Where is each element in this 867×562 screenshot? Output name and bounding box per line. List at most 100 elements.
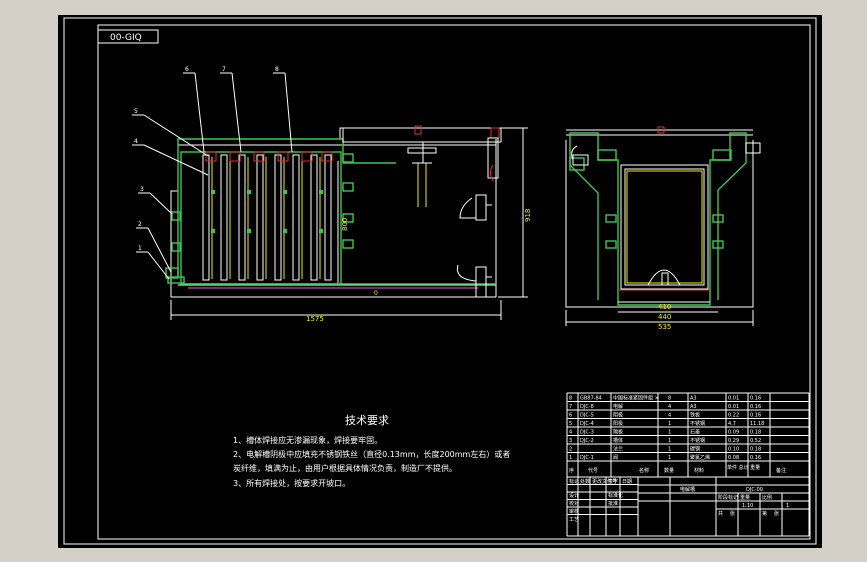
tech-req-item-3: 3、所有焊接处，按要求开坡口。	[233, 478, 350, 488]
bom-qty: 1	[668, 430, 671, 436]
bom-code: DJC-2	[580, 438, 594, 444]
bom-weight-unit: 4.7	[728, 421, 736, 427]
title-label: 标准化	[608, 492, 623, 499]
bom-weight-total: 0.16	[750, 404, 761, 410]
bom-seq: 5	[569, 421, 572, 427]
bom-code: DJC-3	[580, 430, 594, 436]
title-label: 阶段标记	[718, 494, 738, 501]
callout-5: 5	[134, 108, 138, 115]
outer-frame	[63, 17, 817, 545]
mark-zero: 0	[374, 290, 378, 297]
dim-overall-length: 1575	[306, 315, 324, 323]
bom-qty: 1	[668, 421, 671, 427]
title-sheet: 1	[786, 503, 789, 509]
bom-weight-total: 0.16	[750, 413, 761, 419]
title-label: 设计	[569, 492, 579, 499]
callout-7: 7	[222, 66, 226, 73]
bom-weight-total: 0.18	[750, 447, 761, 453]
callout-8: 8	[275, 66, 279, 73]
title-scale: 1:10	[742, 503, 753, 509]
callout-4: 4	[134, 138, 138, 145]
bom-name: 槽体	[613, 437, 623, 444]
bom-seq: 1	[569, 455, 572, 461]
bom-name: 电解	[613, 403, 623, 410]
title-label: 标记	[569, 478, 579, 485]
bom-material: A3	[690, 396, 697, 402]
title-label: 批准	[608, 500, 618, 507]
bom-weight-unit: 0.29	[728, 438, 739, 444]
dim-width-440: 440	[658, 313, 671, 321]
title-label: 校对	[569, 500, 579, 507]
bom-qty: 1	[668, 438, 671, 444]
bom-weight-total: 11.18	[750, 421, 764, 427]
tech-req-item-1: 1、槽体焊接应无渗漏现象，焊接要牢固。	[233, 435, 382, 445]
bom-weight-unit: 0.01	[728, 404, 739, 410]
bom-material: 铁板	[690, 412, 700, 419]
cad-viewport[interactable]: 00-GIQ 0	[58, 15, 822, 548]
bom-code: DJC-5	[580, 413, 594, 419]
bom-weight-unit: 0.22	[728, 413, 739, 419]
bom-qty: 4	[668, 404, 671, 410]
title-label: 共	[718, 510, 723, 517]
title-label: 工艺	[569, 517, 579, 523]
bom-weight-unit: 0.01	[728, 396, 739, 402]
bom-seq: 4	[569, 430, 572, 436]
dim-width-535: 535	[658, 323, 671, 331]
bom-header-name: 名称	[639, 467, 649, 474]
side-view: 410 440 535	[565, 126, 761, 331]
callout-2: 2	[138, 221, 142, 228]
title-label: 比例	[762, 494, 772, 501]
bom-seq: 3	[569, 438, 572, 444]
bom-code: DJC-4	[580, 421, 594, 427]
callouts: 6 7 8 5 4 3 2 1	[132, 66, 293, 280]
callout-1: 1	[138, 245, 142, 252]
bom-weight-total: 0.16	[750, 396, 761, 402]
bom-qty: 8	[668, 396, 671, 402]
bom-material: 聚氯乙烯	[690, 454, 710, 461]
bom-weight-total: 0.18	[750, 430, 761, 436]
bom-name: 阳极	[613, 420, 623, 427]
bom-qty: 4	[668, 413, 671, 419]
bom-seq: 8	[569, 396, 572, 402]
cad-drawing: 00-GIQ 0	[63, 17, 817, 545]
bom-code: DJC-1	[580, 455, 594, 461]
bom-qty: 1	[668, 455, 671, 461]
bom-header-code: 代号	[588, 467, 598, 474]
callout-6: 6	[185, 66, 189, 73]
terminal-blocks	[205, 151, 333, 162]
title-label: 第	[762, 510, 767, 517]
tech-req-item-2: 2、电解槽阴极中应填充不锈钢铁丝（直径0.13mm，长度200mm左右）或者	[233, 449, 510, 459]
title-label: 张	[774, 510, 779, 517]
callout-3: 3	[140, 186, 144, 193]
bom-material: 不锈钢	[690, 437, 705, 444]
dim-height-total: 918	[524, 209, 532, 222]
bom-weight-total: 0.16	[750, 455, 761, 461]
tech-requirements: 技术要求 1、槽体焊接应无渗漏现象，焊接要牢固。 2、电解槽阴极中应填充不锈钢铁…	[233, 414, 510, 488]
bom-material: 不锈钢	[690, 420, 705, 427]
bom-material: 碳钢	[690, 446, 700, 453]
dim-width-410: 410	[658, 303, 671, 311]
bom-header-material: 材料	[694, 467, 704, 474]
drawing-number-box: 00-GIQ	[97, 29, 159, 44]
bom-name: 隔板	[613, 429, 623, 436]
title-label: 更改文件号	[592, 478, 617, 485]
title-label: 处数	[580, 478, 590, 485]
title-label: 审核	[569, 508, 579, 515]
title-drawing-code: DJC-00	[746, 487, 763, 493]
bom-code: GB87-84	[580, 396, 602, 402]
bom-weight-unit: 0.09	[728, 430, 739, 436]
bom-qty: 1	[668, 447, 671, 453]
bom-name: 阴极	[613, 412, 623, 419]
dim-height-inner: 800	[341, 218, 349, 231]
drawing-number: 00-GIQ	[110, 33, 142, 43]
title-label: 签字	[608, 478, 618, 485]
bom-seq: 7	[569, 404, 572, 410]
inner-frame	[97, 24, 811, 540]
bom-weight-total: 0.52	[750, 438, 761, 444]
front-view: 0	[132, 66, 532, 323]
bom-code: DJC-8	[580, 404, 594, 410]
bom-header-seq: 序	[569, 467, 574, 474]
bom-header-qty: 数量	[664, 467, 674, 474]
electrode-plates	[202, 154, 332, 281]
